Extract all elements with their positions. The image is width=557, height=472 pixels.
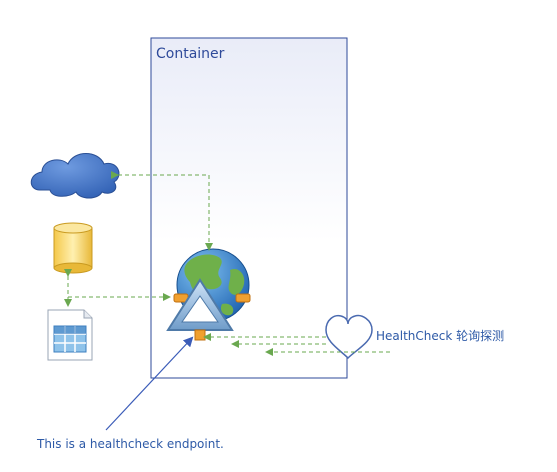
database-icon	[53, 222, 93, 274]
globe-service-icon	[166, 248, 251, 341]
endpoint-note-arrow	[105, 336, 194, 431]
heart-icon	[325, 314, 373, 360]
spreadsheet-icon	[47, 309, 93, 361]
dashed-connectors	[64, 171, 390, 356]
endpoint-note-label: This is a healthcheck endpoint.	[36, 437, 224, 451]
container-title: Container	[156, 46, 225, 62]
healthcheck-label: HealthCheck 轮询探测	[376, 329, 504, 343]
cloud-icon	[30, 153, 120, 199]
cloud-to-service-connector	[111, 171, 213, 251]
